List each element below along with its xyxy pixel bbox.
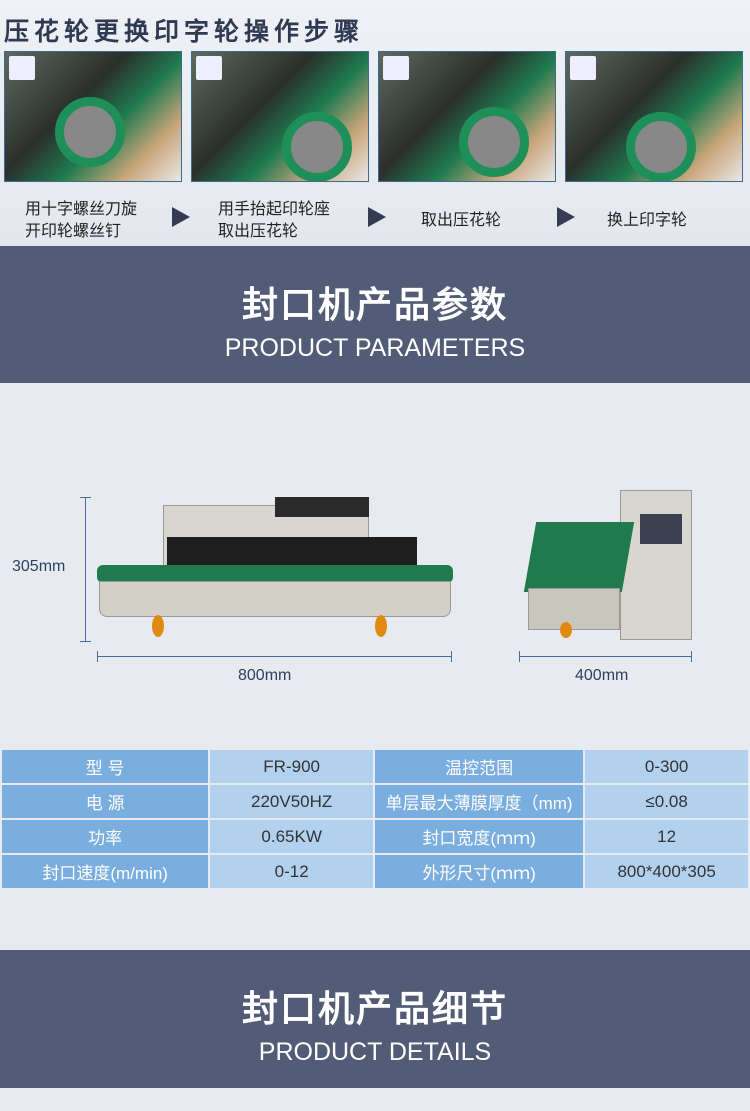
step-photo-3 bbox=[378, 51, 556, 182]
step-line: 取出压花轮 bbox=[421, 210, 502, 229]
details-title-en: PRODUCT DETAILS bbox=[258, 1038, 492, 1066]
logo-icon bbox=[570, 56, 596, 80]
details-title-cn: 封口机产品细节 bbox=[241, 989, 508, 1030]
step-3-text: 取出压花轮 bbox=[421, 209, 501, 231]
details-banner: 封口机产品细节 PRODUCT DETAILS bbox=[0, 950, 750, 1088]
spec-value: ≤0.08 bbox=[583, 783, 750, 820]
params-banner: 封口机产品参数 PRODUCT PARAMETERS bbox=[0, 246, 750, 383]
wheel-image bbox=[626, 112, 696, 181]
dimension-tick bbox=[691, 651, 692, 662]
depth-dimension-line bbox=[519, 656, 691, 657]
spec-key: 封口速度(m/min) bbox=[0, 853, 211, 890]
spec-key: 温控范围 bbox=[372, 748, 586, 785]
spec-value: 12 bbox=[583, 818, 750, 855]
machine-side-image bbox=[520, 484, 695, 644]
spec-value: 0-300 bbox=[583, 748, 750, 785]
spec-key: 单层最大薄膜厚度（mm) bbox=[372, 783, 586, 820]
height-label: 305mm bbox=[12, 558, 66, 575]
height-dimension-line bbox=[85, 497, 86, 642]
step-line: 取出压花轮 bbox=[218, 221, 299, 240]
step-2-text: 用手抬起印轮座取出压花轮 bbox=[218, 198, 330, 242]
width-dimension-line bbox=[97, 656, 451, 657]
wheel-image bbox=[459, 107, 529, 177]
steps-title: 压花轮更换印字轮操作步骤 bbox=[4, 17, 365, 46]
spec-key: 型 号 bbox=[0, 748, 211, 785]
step-line: 换上印字轮 bbox=[607, 210, 688, 229]
arrow-right-icon bbox=[172, 207, 190, 227]
spec-value: FR-900 bbox=[208, 748, 375, 785]
params-title-en: PRODUCT PARAMETERS bbox=[224, 334, 526, 362]
wheel-image bbox=[282, 112, 352, 181]
step-4-text: 换上印字轮 bbox=[607, 209, 687, 231]
spec-key: 功率 bbox=[0, 818, 211, 855]
spec-key: 外形尺寸(ｍｍ) bbox=[372, 853, 586, 890]
wheel-image bbox=[55, 97, 125, 167]
dimension-tick bbox=[451, 651, 452, 662]
steps-section: 压花轮更换印字轮操作步骤 用十字螺丝刀旋开印轮螺丝钉 用手抬起印轮座取出压花轮 … bbox=[0, 0, 750, 246]
spec-value: 0-12 bbox=[208, 853, 375, 890]
logo-icon bbox=[196, 56, 222, 80]
spec-value: 800*400*305 bbox=[583, 853, 750, 890]
params-title-cn: 封口机产品参数 bbox=[241, 285, 508, 326]
dimension-tick bbox=[97, 651, 98, 662]
spec-key: 电 源 bbox=[0, 783, 211, 820]
dimension-tick bbox=[80, 641, 91, 642]
arrow-right-icon bbox=[557, 207, 575, 227]
step-line: 开印轮螺丝钉 bbox=[25, 221, 122, 240]
step-line: 用十字螺丝刀旋 bbox=[25, 199, 138, 218]
logo-icon bbox=[9, 56, 35, 80]
dimension-tick bbox=[80, 497, 91, 498]
logo-icon bbox=[383, 56, 409, 80]
width-label: 800mm bbox=[238, 667, 292, 684]
step-photo-2 bbox=[191, 51, 369, 182]
spec-key: 封口宽度(ｍｍ) bbox=[372, 818, 586, 855]
step-1-text: 用十字螺丝刀旋开印轮螺丝钉 bbox=[25, 198, 137, 242]
dimension-tick bbox=[519, 651, 520, 662]
arrow-right-icon bbox=[368, 207, 386, 227]
step-photo-1 bbox=[4, 51, 182, 182]
spec-value: 220V50HZ bbox=[208, 783, 375, 820]
step-line: 用手抬起印轮座 bbox=[218, 199, 331, 218]
spec-value: 0.65KW bbox=[208, 818, 375, 855]
step-photo-4 bbox=[565, 51, 743, 182]
machine-front-image bbox=[97, 497, 453, 647]
depth-label: 400mm bbox=[575, 667, 629, 684]
